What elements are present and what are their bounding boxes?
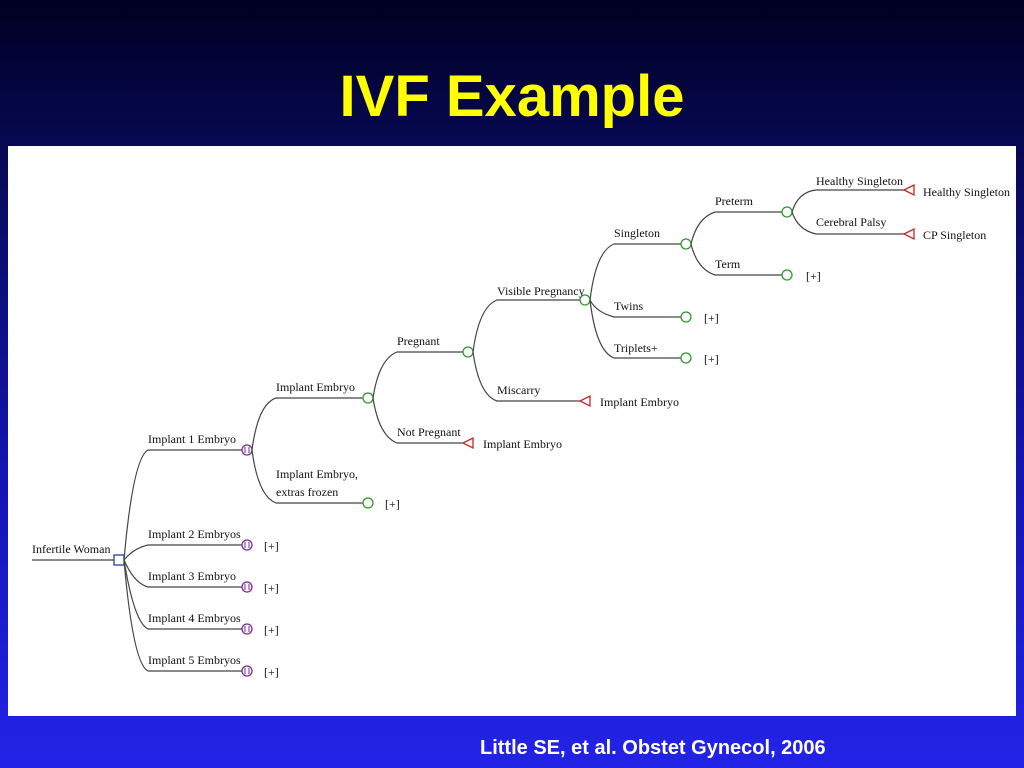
extras-frozen-label-line1: Implant Embryo, <box>276 467 358 481</box>
chance-node-singleton[interactable] <box>680 238 692 250</box>
chance-node-extras-frozen[interactable] <box>362 497 374 509</box>
miscarry-label: Miscarry <box>497 383 540 397</box>
outcome-healthy-singleton: Healthy Singleton <box>923 185 1010 199</box>
terminal-node-healthy-singleton[interactable] <box>902 183 915 197</box>
term-label: Term <box>715 257 741 271</box>
preterm-label: Preterm <box>715 194 754 208</box>
collapsed-implant-3[interactable]: [+] <box>264 581 279 595</box>
implant-5-label: Implant 5 Embryos <box>148 653 241 667</box>
extras-frozen-label-line2: extras frozen <box>276 485 338 499</box>
chance-node-implant-embryo[interactable] <box>362 392 374 404</box>
outcome-not-pregnant: Implant Embryo <box>483 437 562 451</box>
markov-node-implant-1[interactable] <box>241 444 253 456</box>
markov-node-implant-3[interactable] <box>241 581 253 593</box>
collapsed-extras-frozen[interactable]: [+] <box>385 497 400 511</box>
collapsed-twins[interactable]: [+] <box>704 311 719 325</box>
collapsed-implant-2[interactable]: [+] <box>264 539 279 553</box>
markov-node-implant-5[interactable] <box>241 665 253 677</box>
terminal-node-miscarry[interactable] <box>578 394 591 408</box>
healthy-singleton-label: Healthy Singleton <box>816 174 903 188</box>
slide-title: IVF Example <box>339 64 685 129</box>
collapsed-implant-4[interactable]: [+] <box>264 623 279 637</box>
implant-3-label: Implant 3 Embryo <box>148 569 236 583</box>
triplets-label: Triplets+ <box>614 341 658 355</box>
chance-node-term[interactable] <box>781 269 793 281</box>
chance-node-preterm[interactable] <box>781 206 793 218</box>
decision-tree: Infertile Woman Implant 1 Embryo Implant… <box>32 174 1010 679</box>
outcome-cp-singleton: CP Singleton <box>923 228 986 242</box>
terminal-node-cp-singleton[interactable] <box>902 227 915 241</box>
singleton-label: Singleton <box>614 226 660 240</box>
implant-2-label: Implant 2 Embryos <box>148 527 241 541</box>
markov-node-implant-4[interactable] <box>241 623 253 635</box>
implant-embryo-label: Implant Embryo <box>276 380 355 394</box>
chance-node-pregnant[interactable] <box>462 346 474 358</box>
collapsed-triplets[interactable]: [+] <box>704 352 719 366</box>
pregnant-label: Pregnant <box>397 334 440 348</box>
chance-node-visible-pregnancy[interactable] <box>579 294 591 306</box>
terminal-node-not-pregnant[interactable] <box>461 436 474 450</box>
twins-label: Twins <box>614 299 643 313</box>
implant-4-label: Implant 4 Embryos <box>148 611 241 625</box>
chance-node-twins[interactable] <box>680 311 692 323</box>
markov-node-implant-2[interactable] <box>241 539 253 551</box>
root-label: Infertile Woman <box>32 542 110 556</box>
collapsed-implant-5[interactable]: [+] <box>264 665 279 679</box>
citation: Little SE, et al. Obstet Gynecol, 2006 <box>480 737 826 759</box>
not-pregnant-label: Not Pregnant <box>397 425 461 439</box>
visible-pregnancy-label: Visible Pregnancy <box>497 284 585 298</box>
decision-tree-panel: Infertile Woman Implant 1 Embryo Implant… <box>8 146 1016 716</box>
cerebral-palsy-label: Cerebral Palsy <box>816 215 886 229</box>
collapsed-term[interactable]: [+] <box>806 269 821 283</box>
implant-1-label: Implant 1 Embryo <box>148 432 236 446</box>
chance-node-triplets[interactable] <box>680 352 692 364</box>
outcome-miscarry: Implant Embryo <box>600 395 679 409</box>
root-node[interactable] <box>32 554 125 566</box>
